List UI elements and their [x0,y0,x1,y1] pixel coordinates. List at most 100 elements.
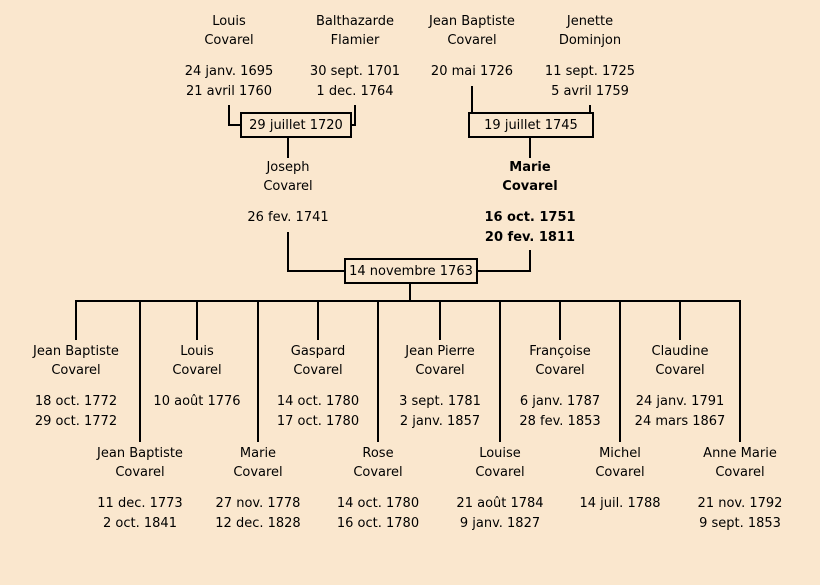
connector-line [139,300,141,442]
person-dates: 3 sept. 1781 2 janv. 1857 [380,392,500,432]
person-dates: 30 sept. 1701 1 dec. 1764 [295,62,415,102]
birth-date: 20 mai 1726 [430,64,514,79]
person-louis-covarel: Louis Covarel 24 janv. 1695 21 avril 176… [169,12,289,102]
person-dates: 24 janv. 1791 24 mars 1867 [620,392,740,432]
person-child-jean-pierre-1781: Jean Pierre Covarel 3 sept. 1781 2 janv.… [380,342,500,432]
connector-line [499,300,501,442]
person-dates: 11 dec. 1773 2 oct. 1841 [80,494,200,534]
birth-date: 24 janv. 1695 [184,64,274,79]
person-first-name: Rose [362,446,394,461]
birth-date: 27 nov. 1778 [215,496,301,511]
person-dates: 11 sept. 1725 5 avril 1759 [530,62,650,102]
person-child-louise-1784: Louise Covarel 21 août 1784 9 janv. 1827 [440,444,560,534]
connector-line [228,105,230,126]
death-date: 2 oct. 1841 [103,516,177,531]
person-last-name: Covarel [595,465,645,480]
person-dates: 27 nov. 1778 12 dec. 1828 [198,494,318,534]
person-first-name: Marie [509,160,551,175]
connector-line [287,138,289,158]
person-child-rose-1780: Rose Covarel 14 oct. 1780 16 oct. 1780 [318,444,438,534]
connector-line [317,300,319,340]
person-last-name: Covarel [263,179,313,194]
marriage-date: 19 juillet 1745 [484,117,578,133]
death-date: 9 sept. 1853 [699,516,781,531]
connector-line [377,300,379,442]
person-dates: 24 janv. 1695 21 avril 1760 [169,62,289,102]
birth-date: 16 oct. 1751 [484,210,576,225]
person-dates: 16 oct. 1751 20 fev. 1811 [470,208,590,248]
birth-date: 11 sept. 1725 [544,64,636,79]
connector-line [196,300,198,340]
connector-line [529,138,531,158]
person-dates: 18 oct. 1772 29 oct. 1772 [16,392,136,432]
marriage-date: 29 juillet 1720 [249,117,343,133]
person-dates: 10 août 1776 [137,392,257,412]
person-first-name: Jean Baptiste [97,446,183,461]
person-child-jean-baptiste-1772: Jean Baptiste Covarel 18 oct. 1772 29 oc… [16,342,136,432]
person-last-name: Covarel [447,33,497,48]
person-first-name: Jean Pierre [405,344,475,359]
person-last-name: Covarel [415,363,465,378]
person-last-name: Covarel [353,465,403,480]
person-jean-baptiste-covarel-sr: Jean Baptiste Covarel 20 mai 1726 [412,12,532,82]
person-last-name: Covarel [475,465,525,480]
death-date: 20 fev. 1811 [484,230,576,245]
connector-line [679,300,681,340]
connector-line [619,300,621,442]
birth-date: 3 sept. 1781 [399,394,481,409]
person-last-name: Covarel [715,465,765,480]
person-last-name: Covarel [293,363,343,378]
person-balthazarde-flamier: Balthazarde Flamier 30 sept. 1701 1 dec.… [295,12,415,102]
person-last-name: Covarel [655,363,705,378]
person-marie-covarel: Marie Covarel 16 oct. 1751 20 fev. 1811 [470,158,590,248]
marriage-date-box: 29 juillet 1720 [240,112,352,138]
connector-line [257,300,259,442]
birth-date: 14 oct. 1780 [276,394,360,409]
death-date: 24 mars 1867 [634,414,726,429]
person-first-name: Gaspard [290,344,346,359]
connector-line [287,232,289,272]
person-child-francoise-1787: Françoise Covarel 6 janv. 1787 28 fev. 1… [500,342,620,432]
marriage-date-box: 19 juillet 1745 [468,112,594,138]
death-date: 17 oct. 1780 [276,414,360,429]
birth-date: 21 nov. 1792 [697,496,783,511]
person-first-name: Louis [212,14,246,29]
person-dates: 14 juil. 1788 [560,494,680,514]
death-date: 2 janv. 1857 [399,414,481,429]
person-dates: 14 oct. 1780 17 oct. 1780 [258,392,378,432]
birth-date: 14 juil. 1788 [579,496,661,511]
connector-line [739,300,741,442]
birth-date: 24 janv. 1791 [635,394,725,409]
birth-date: 6 janv. 1787 [519,394,601,409]
person-first-name: Jenette [566,14,614,29]
person-dates: 6 janv. 1787 28 fev. 1853 [500,392,620,432]
person-first-name: Michel [599,446,641,461]
marriage-date-box: 14 novembre 1763 [344,258,478,284]
birth-date: 26 fev. 1741 [247,210,329,225]
person-first-name: Françoise [529,344,591,359]
death-date: 21 avril 1760 [185,84,273,99]
person-child-louis-1776: Louis Covarel 10 août 1776 [137,342,257,412]
person-last-name: Covarel [233,465,283,480]
connector-line [75,300,77,340]
person-child-marie-1778: Marie Covarel 27 nov. 1778 12 dec. 1828 [198,444,318,534]
person-first-name: Joseph [266,160,310,175]
person-dates: 26 fev. 1741 [228,208,348,228]
birth-date: 11 dec. 1773 [97,496,183,511]
death-date: 1 dec. 1764 [316,84,394,99]
person-dates: 20 mai 1726 [412,62,532,82]
connector-line [529,250,531,272]
connector-line [471,86,473,126]
person-first-name: Balthazarde [316,14,394,29]
death-date: 16 oct. 1780 [336,516,420,531]
person-dates: 21 nov. 1792 9 sept. 1853 [680,494,800,534]
person-child-michel-1788: Michel Covarel 14 juil. 1788 [560,444,680,514]
person-dates: 21 août 1784 9 janv. 1827 [440,494,560,534]
connector-line [559,300,561,340]
death-date: 12 dec. 1828 [215,516,301,531]
person-child-claudine-1791: Claudine Covarel 24 janv. 1791 24 mars 1… [620,342,740,432]
person-first-name: Jean Baptiste [429,14,515,29]
birth-date: 14 oct. 1780 [336,496,420,511]
person-first-name: Anne Marie [703,446,777,461]
death-date: 29 oct. 1772 [34,414,118,429]
